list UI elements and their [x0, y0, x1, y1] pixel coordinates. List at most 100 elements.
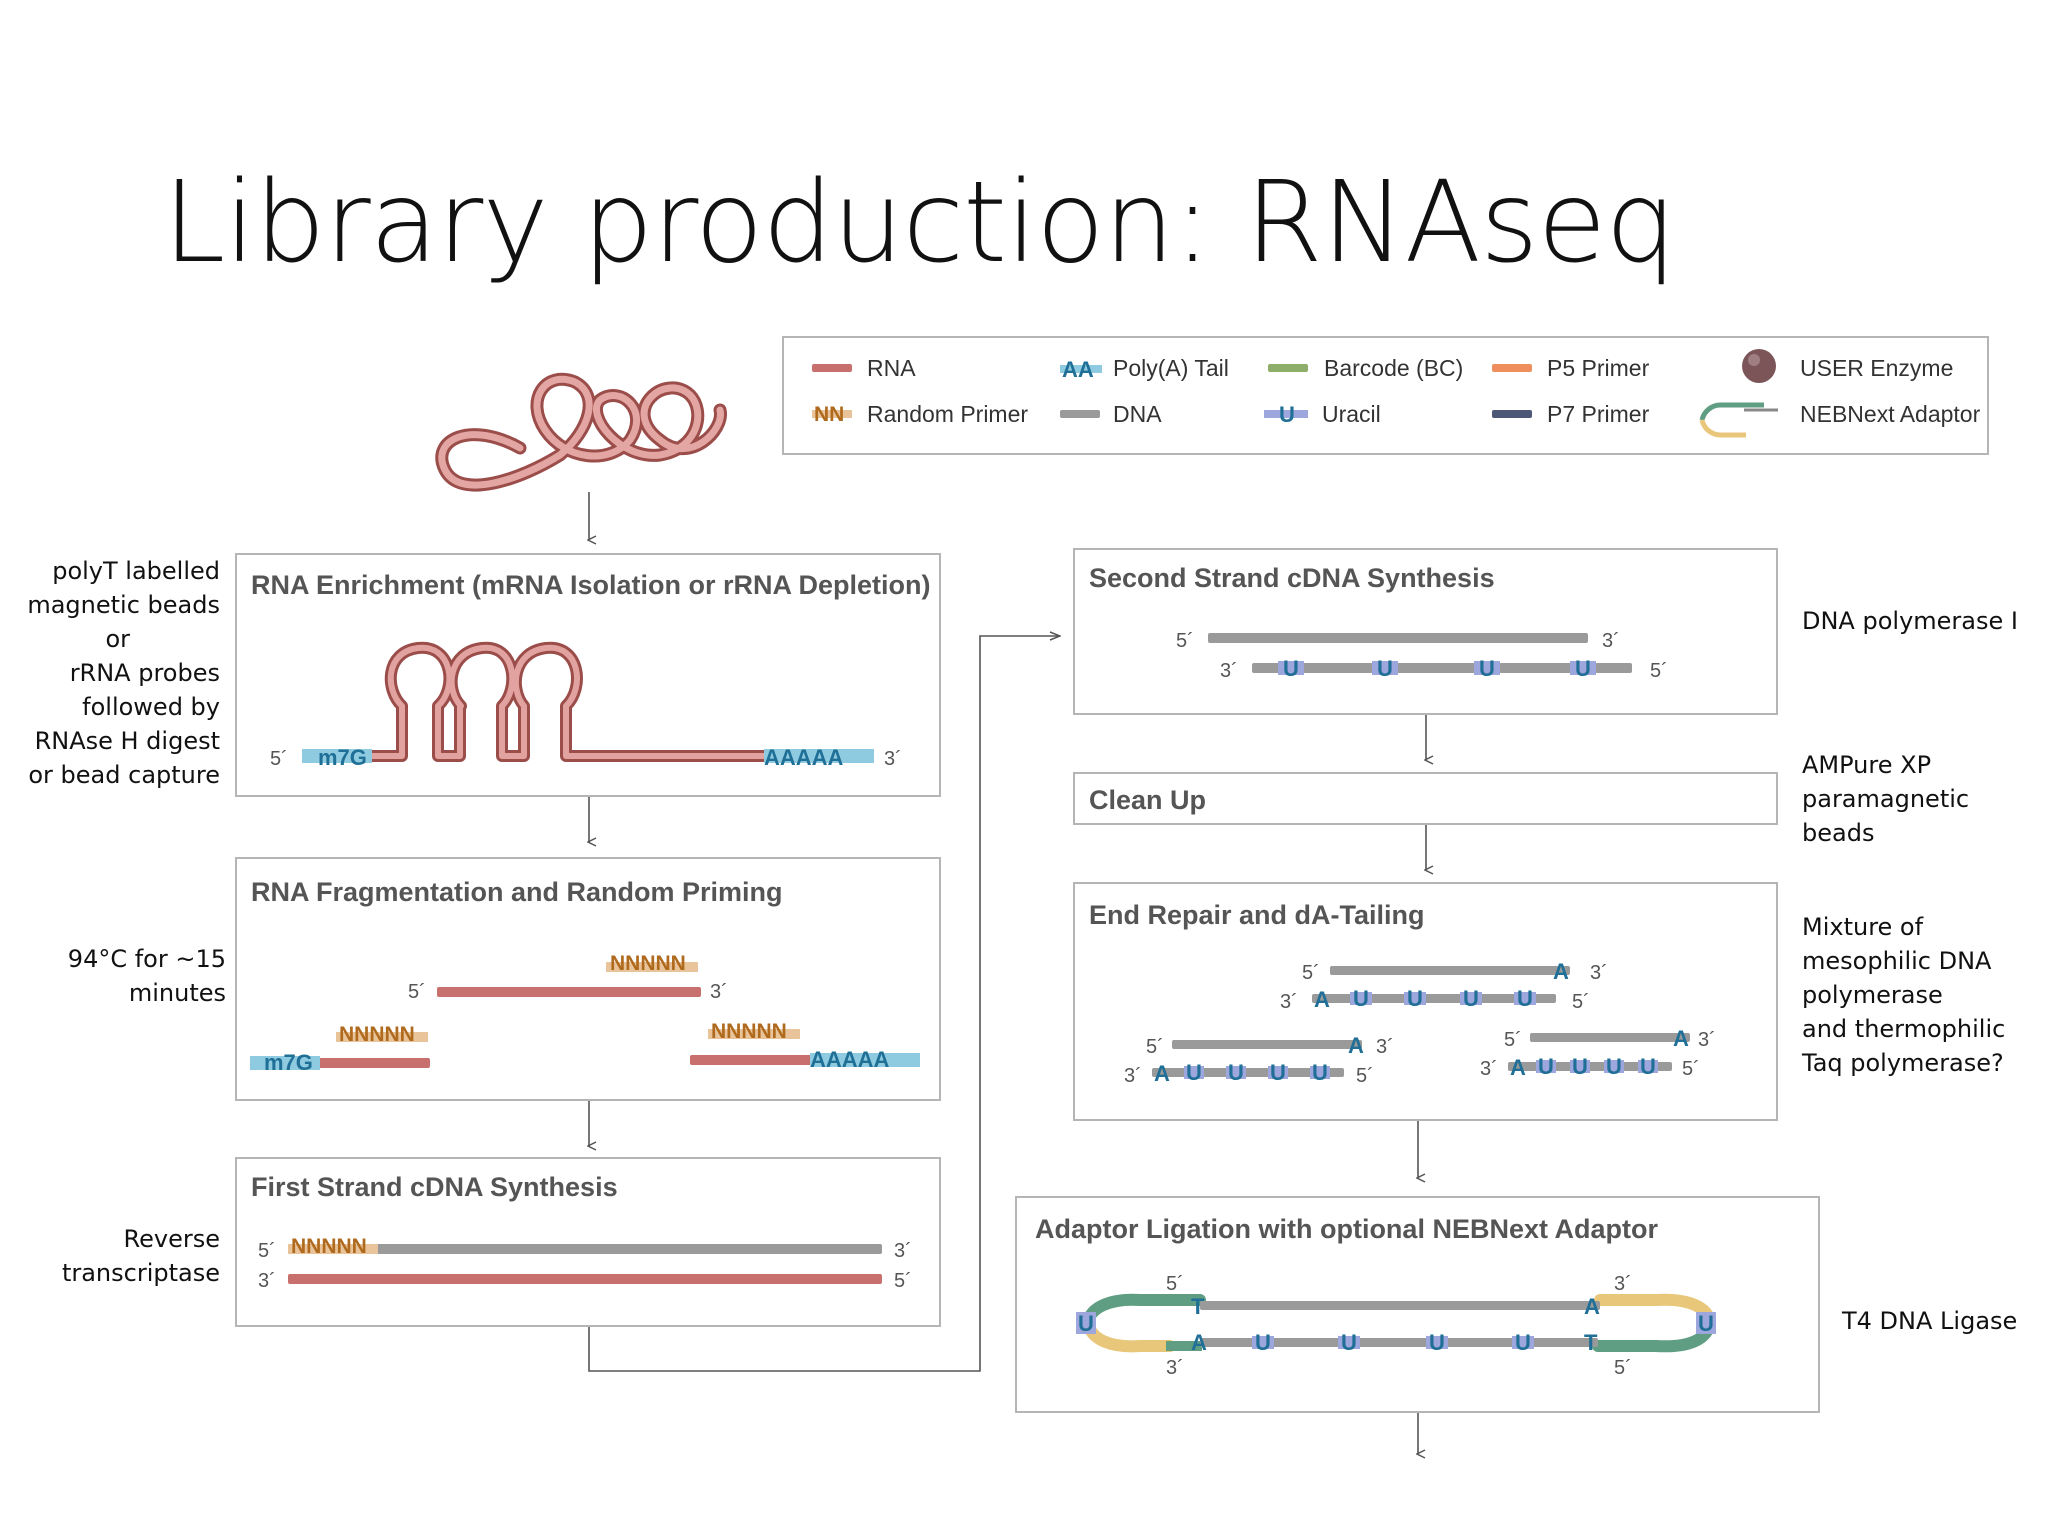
svg-text:NEBNext Adaptor: NEBNext Adaptor [1800, 401, 1981, 427]
svg-text:U: U [1255, 1330, 1271, 1355]
note-line: beads [1802, 819, 1875, 847]
svg-text:A: A [1510, 1055, 1526, 1080]
note-line: transcriptase [61, 1259, 220, 1287]
svg-text:3´: 3´ [894, 1240, 912, 1262]
svg-text:3´: 3´ [1480, 1058, 1498, 1080]
svg-text:T: T [1584, 1330, 1598, 1355]
svg-text:NNNNN: NNNNN [610, 952, 686, 975]
svg-text:m7G: m7G [264, 1050, 313, 1075]
note-first-strand: Reverse transcriptase [20, 1222, 220, 1290]
legend-dna: DNA [1060, 401, 1162, 427]
svg-text:Adaptor Ligation with optional: Adaptor Ligation with optional NEBNext A… [1035, 1214, 1658, 1244]
svg-text:U: U [1270, 1060, 1286, 1085]
note-line: Reverse [123, 1225, 220, 1253]
note-line: 94°C for ~15 [67, 945, 226, 973]
note-line: polymerase [1802, 981, 1943, 1009]
step-end-repair: End Repair and dA-Tailing A A U U U U 5´… [1073, 882, 1778, 1121]
rna-tangle-icon [435, 372, 727, 492]
svg-text:Clean Up: Clean Up [1089, 785, 1206, 815]
legend-barcode: Barcode (BC) [1268, 355, 1463, 381]
svg-text:U: U [1186, 1060, 1202, 1085]
slide-title: Library production: RNAseq [163, 158, 1677, 288]
note-line: T4 DNA Ligase [1842, 1307, 2018, 1335]
note-line: DNA polymerase I [1802, 607, 2018, 635]
note-fragmentation: 94°C for ~15 minutes [20, 942, 226, 1010]
svg-text:U: U [1463, 986, 1479, 1011]
svg-text:U: U [1353, 986, 1369, 1011]
svg-text:NN: NN [814, 403, 844, 426]
svg-text:U: U [1279, 402, 1295, 427]
note-line: minutes [128, 979, 226, 1007]
note-ligation: T4 DNA Ligase [1842, 1304, 2017, 1338]
svg-text:U: U [1078, 1311, 1094, 1336]
svg-text:A: A [1314, 987, 1330, 1012]
svg-text:First Strand cDNA Synthesis: First Strand cDNA Synthesis [251, 1172, 618, 1202]
note-line: paramagnetic [1802, 785, 1970, 813]
svg-text:5´: 5´ [408, 981, 426, 1003]
svg-text:End Repair and dA-Tailing: End Repair and dA-Tailing [1089, 900, 1425, 930]
svg-text:3´: 3´ [1280, 991, 1298, 1013]
svg-text:U: U [1377, 656, 1393, 681]
note-line: or bead capture [28, 761, 220, 789]
note-line: or [105, 625, 130, 653]
svg-text:3´: 3´ [258, 1270, 276, 1292]
note-line: Mixture of [1802, 913, 1924, 941]
svg-text:AAAAA: AAAAA [764, 745, 844, 770]
svg-text:U: U [1479, 656, 1495, 681]
svg-text:U: U [1517, 986, 1533, 1011]
note-end-repair: Mixture of mesophilic DNA polymerase and… [1802, 910, 2005, 1080]
note-line: Taq polymerase? [1802, 1049, 2004, 1077]
svg-text:U: U [1515, 1330, 1531, 1355]
svg-text:3´: 3´ [1614, 1273, 1632, 1295]
svg-text:U: U [1606, 1054, 1622, 1079]
svg-text:U: U [1312, 1060, 1328, 1085]
svg-text:5´: 5´ [1356, 1065, 1374, 1087]
svg-text:RNA Enrichment (mRNA Isolation: RNA Enrichment (mRNA Isolation or rRNA D… [251, 570, 931, 600]
svg-text:5´: 5´ [258, 1240, 276, 1262]
note-line: mesophilic DNA [1802, 947, 1992, 975]
svg-text:A: A [1348, 1033, 1364, 1058]
user-enzyme-icon: USER Enzyme [1742, 349, 1953, 383]
arrow [588, 636, 1060, 1372]
svg-text:5´: 5´ [1166, 1273, 1184, 1295]
svg-text:U: U [1572, 1054, 1588, 1079]
svg-text:RNA Fragmentation and Random P: RNA Fragmentation and Random Priming [251, 877, 783, 907]
svg-text:5´: 5´ [1146, 1036, 1164, 1058]
svg-text:A: A [1584, 1294, 1600, 1319]
svg-text:Poly(A) Tail: Poly(A) Tail [1113, 355, 1229, 381]
note-second-strand: DNA polymerase I [1802, 604, 2018, 638]
svg-text:3´: 3´ [710, 981, 728, 1003]
svg-text:5´: 5´ [1176, 630, 1194, 652]
svg-text:U: U [1538, 1054, 1554, 1079]
svg-text:A: A [1553, 959, 1569, 984]
svg-text:U: U [1429, 1330, 1445, 1355]
svg-text:3´: 3´ [884, 748, 902, 770]
note-line: rRNA probes [69, 659, 220, 687]
step-first-strand: First Strand cDNA Synthesis NNNNN 5´ 3´ … [235, 1157, 941, 1327]
uracil-marks: U U U U [1278, 656, 1596, 681]
step-second-strand: Second Strand cDNA Synthesis U U U U 5´ … [1073, 548, 1778, 715]
svg-text:5´: 5´ [894, 1270, 912, 1292]
svg-text:3´: 3´ [1602, 630, 1620, 652]
adaptor-icon: NEBNext Adaptor [1699, 401, 1981, 438]
note-line: RNAse H digest [34, 727, 220, 755]
svg-text:A: A [1673, 1026, 1689, 1051]
svg-text:3´: 3´ [1698, 1029, 1716, 1051]
svg-text:AAAAA: AAAAA [810, 1047, 890, 1072]
note-line: polyT labelled [52, 557, 220, 585]
svg-text:U: U [1341, 1330, 1357, 1355]
svg-text:U: U [1228, 1060, 1244, 1085]
legend-random-primer: NN Random Primer [812, 401, 1028, 427]
svg-text:U: U [1640, 1054, 1656, 1079]
note-cleanup: AMPure XP paramagnetic beads [1802, 748, 1969, 850]
svg-text:NNNNN: NNNNN [339, 1023, 415, 1046]
svg-text:5´: 5´ [270, 748, 288, 770]
svg-text:A: A [1154, 1061, 1170, 1086]
legend-polya: AA Poly(A) Tail [1060, 355, 1229, 382]
svg-text:3´: 3´ [1590, 962, 1608, 984]
note-line: followed by [82, 693, 220, 721]
svg-text:NNNNN: NNNNN [291, 1235, 367, 1258]
svg-text:Barcode (BC): Barcode (BC) [1324, 355, 1463, 381]
svg-text:5´: 5´ [1302, 962, 1320, 984]
